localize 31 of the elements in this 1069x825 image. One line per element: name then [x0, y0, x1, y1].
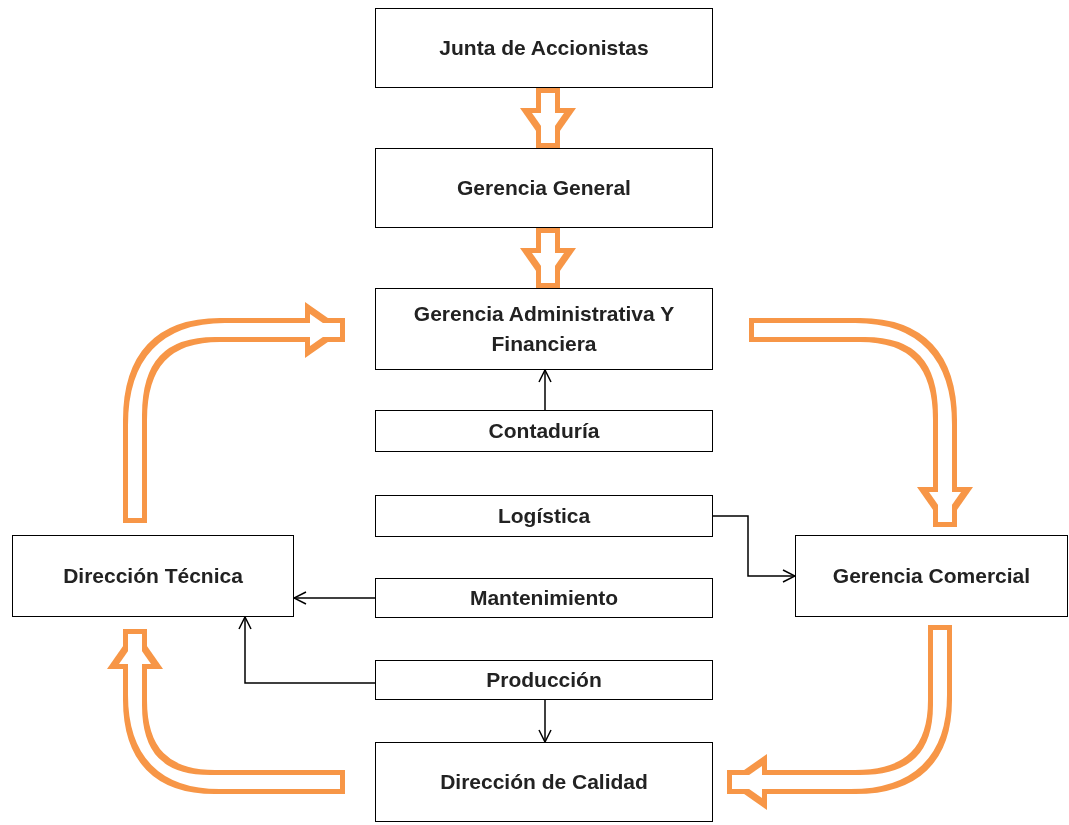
org-box [375, 495, 713, 537]
org-box [375, 288, 713, 370]
block-arrow [520, 228, 576, 288]
box-label: Contaduría [488, 417, 600, 444]
box-label: Junta de Accionistas [439, 34, 649, 61]
block-arrow [749, 318, 973, 527]
arrow [293, 591, 376, 605]
org-box [12, 535, 294, 617]
box-label: Gerencia Comercial [832, 562, 1031, 589]
box-label: Dirección de Calidad [440, 768, 648, 795]
arrow [238, 616, 376, 684]
block-arrow [107, 629, 345, 794]
org-box [375, 410, 713, 452]
box-label: Producción [486, 666, 602, 693]
org-box [375, 742, 713, 822]
org-box [375, 8, 713, 88]
box-label: Gerencia Administrativa Y Financiera [412, 300, 676, 357]
block-arrow [123, 302, 345, 523]
arrow [538, 699, 552, 743]
arrow [538, 369, 552, 411]
box-label: Gerencia General [457, 174, 631, 201]
block-arrow [727, 625, 952, 810]
org-box [795, 535, 1068, 617]
org-box [375, 148, 713, 228]
arrow [712, 515, 796, 583]
box-label: Logística [497, 502, 591, 529]
org-box [375, 660, 713, 700]
org-box [375, 578, 713, 618]
box-label: Mantenimiento [469, 584, 619, 611]
block-arrow [520, 88, 576, 148]
box-label: Dirección Técnica [63, 562, 243, 589]
